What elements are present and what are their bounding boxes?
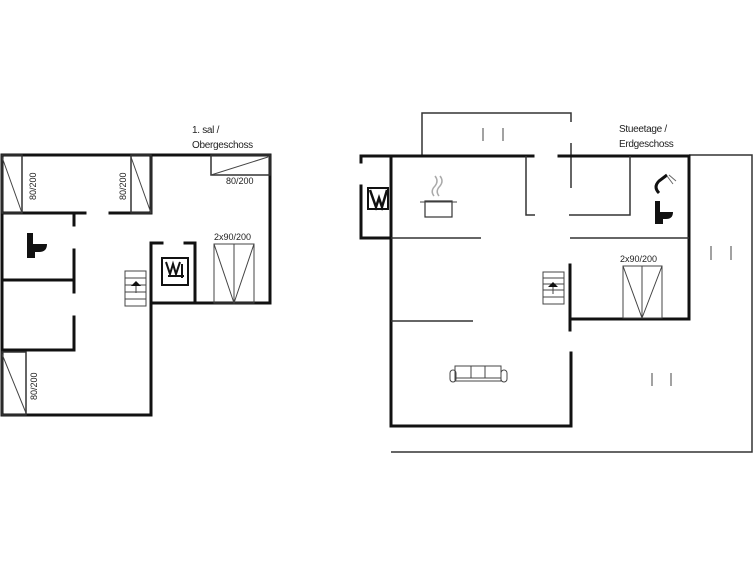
sauna-icon	[161, 257, 189, 286]
fireplace-icon	[367, 187, 389, 212]
ground-floor-title-line1: Stueetage /	[619, 124, 667, 135]
ground-walls	[359, 154, 691, 428]
terrace-markers	[482, 128, 732, 386]
bed-upper-double: 2x90/200	[213, 232, 255, 305]
terrace-outlines	[391, 112, 753, 453]
svg-text:80/200: 80/200	[28, 172, 38, 200]
stairs-icon	[542, 271, 565, 305]
toilet-icon	[27, 233, 47, 258]
svg-text:80/200: 80/200	[226, 176, 254, 186]
svg-text:80/200: 80/200	[29, 372, 39, 400]
ground-floor-title-line2: Erdgeschoss	[619, 139, 674, 150]
bed-upper-3: 80/200	[210, 154, 271, 186]
bed-upper-4: 80/200	[1, 351, 39, 416]
svg-text:2x90/200: 2x90/200	[620, 254, 657, 264]
sofa-icon	[449, 365, 508, 383]
shower-icon	[654, 173, 677, 195]
svg-text:2x90/200: 2x90/200	[214, 232, 251, 242]
ground-floor-plan: Stueetage / Erdgeschoss 2x90/200	[359, 112, 753, 453]
bed-ground-double: 2x90/200	[620, 254, 663, 320]
cooking-pot-icon	[420, 175, 457, 218]
toilet-icon	[655, 201, 673, 224]
stairs-icon	[124, 270, 147, 307]
svg-text:80/200: 80/200	[118, 172, 128, 200]
bed-upper-1: 80/200	[1, 154, 38, 214]
upper-floor-title-line2: Obergeschoss	[192, 140, 253, 151]
upper-floor-plan: 1. sal / Obergeschoss 80/200 80/200	[0, 125, 272, 417]
bed-upper-2: 80/200	[118, 154, 152, 214]
upper-floor-title-line1: 1. sal /	[192, 125, 220, 136]
